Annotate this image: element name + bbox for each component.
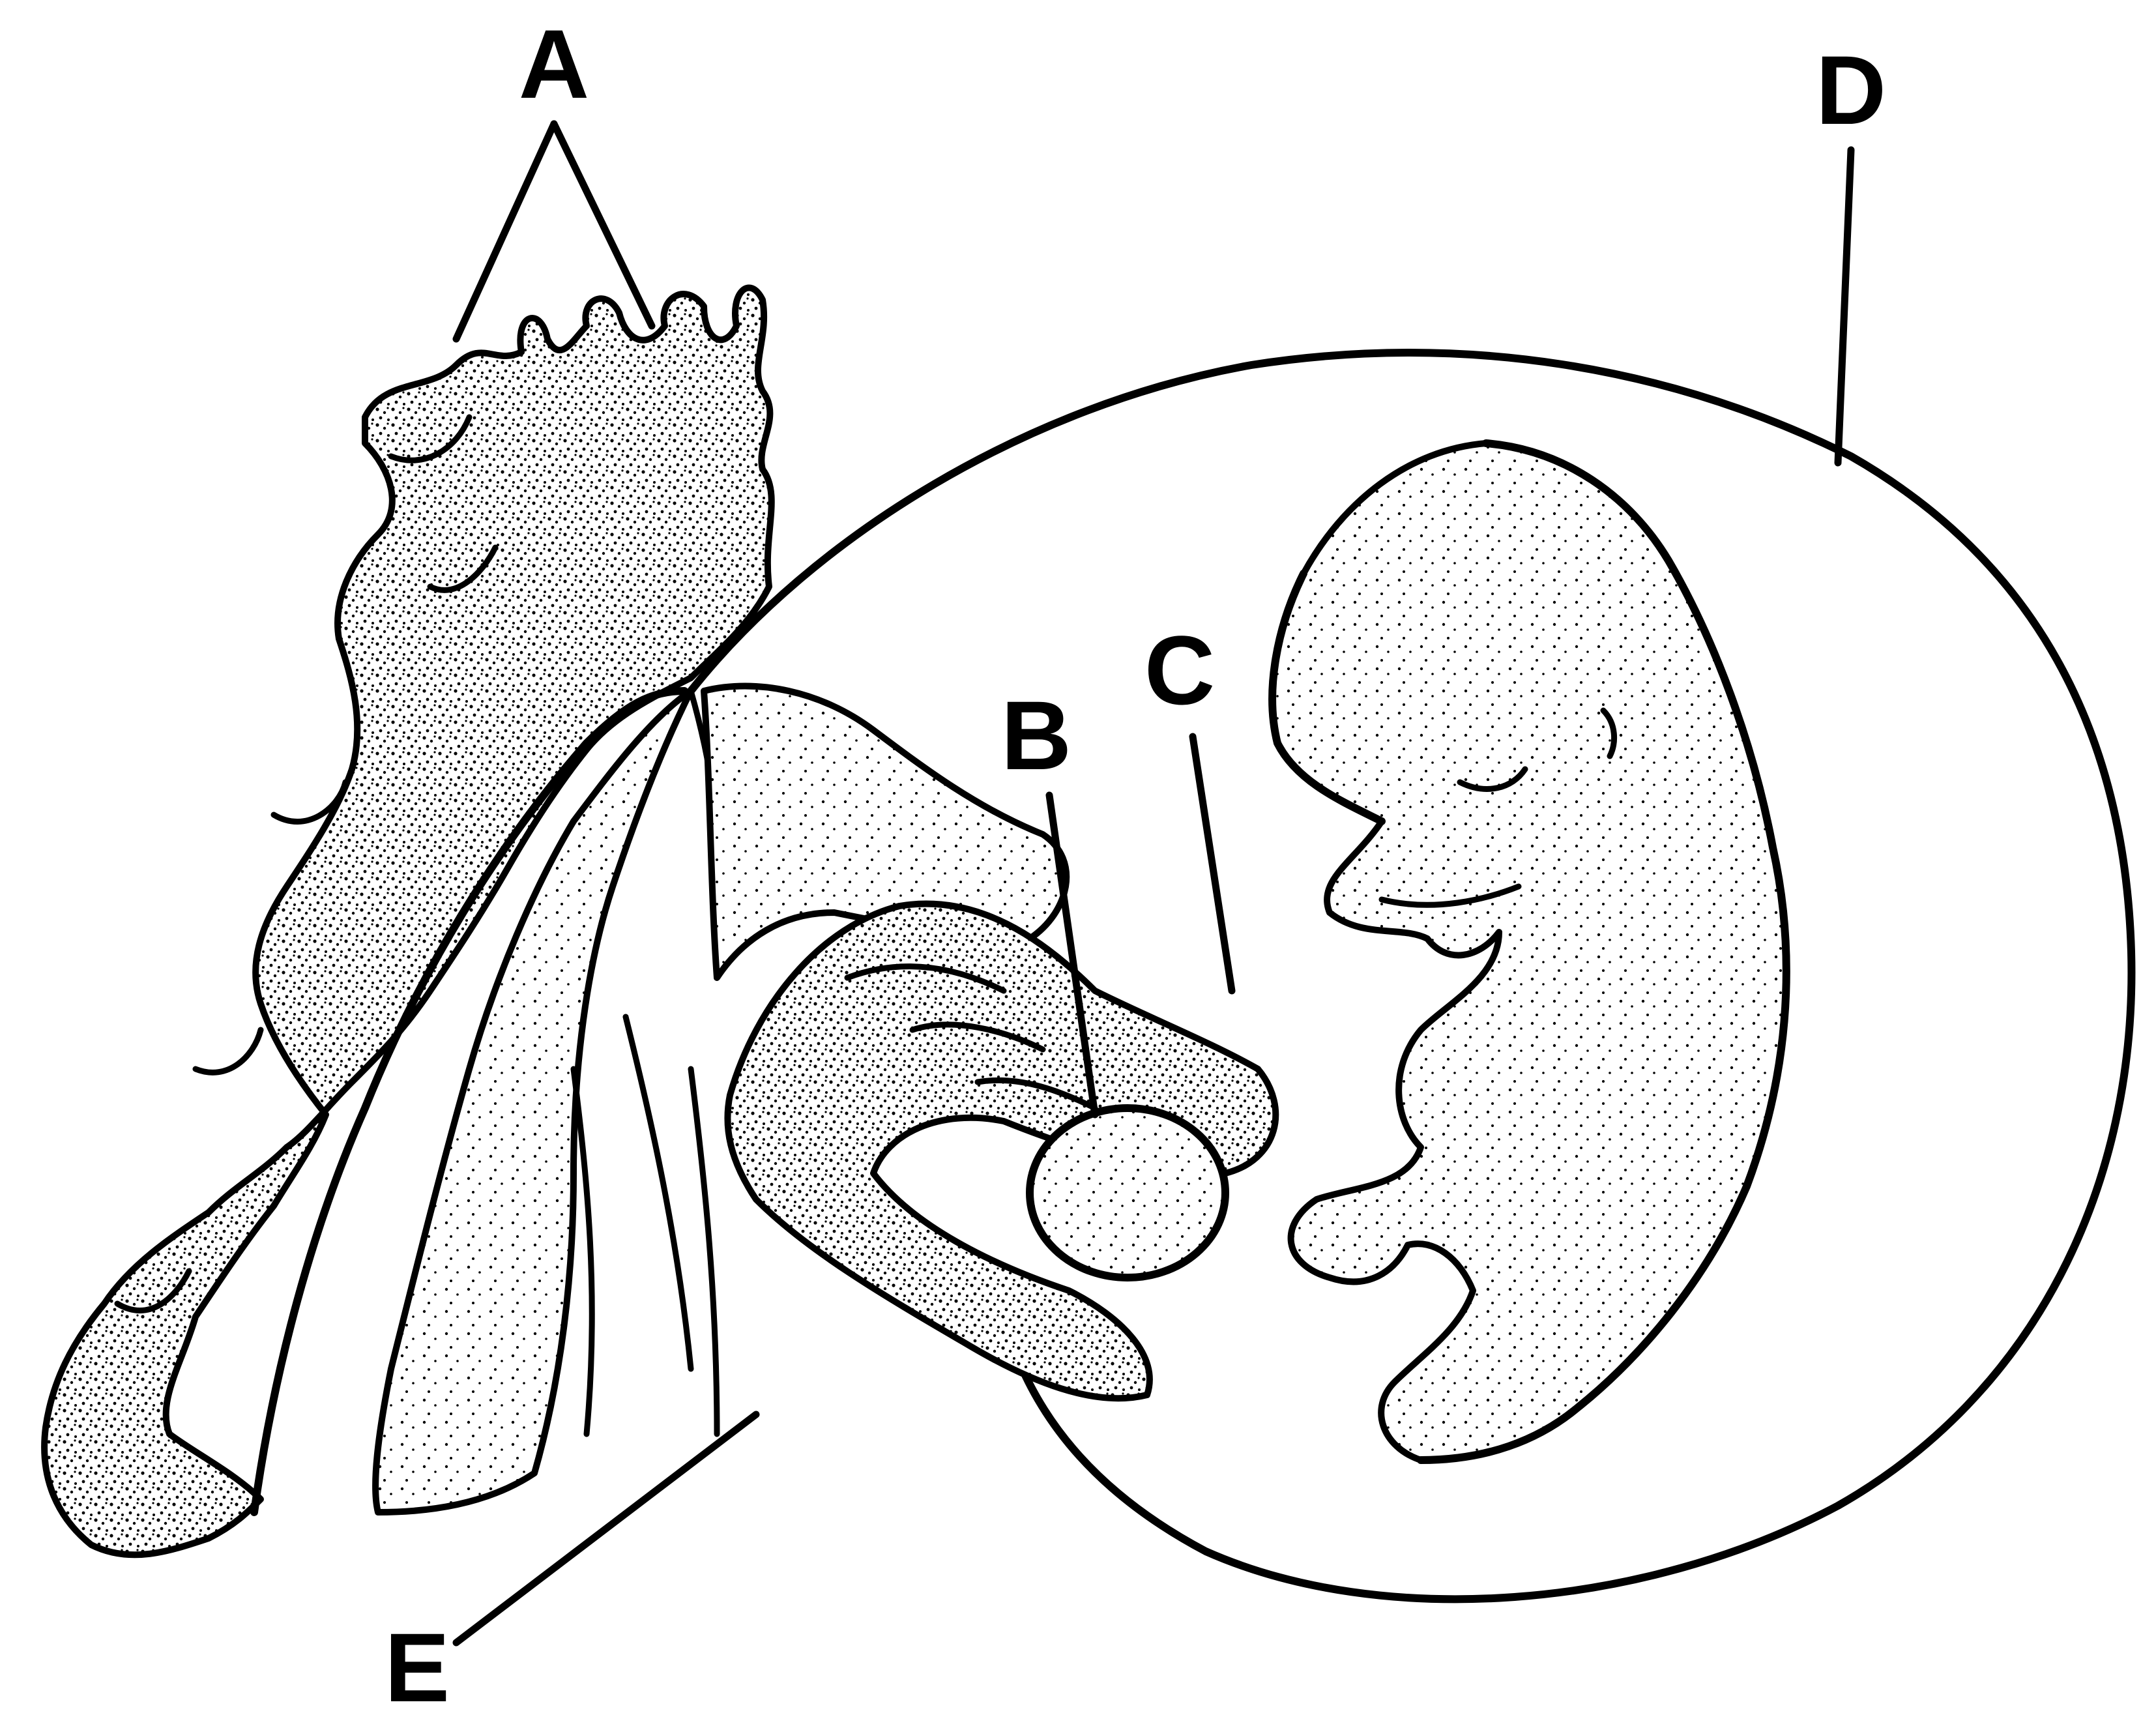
decidua-folds [250,682,1070,1516]
leader-d [1834,146,1855,467]
umbilical-cord [724,900,1279,1402]
leader-b [1045,791,1099,1119]
label-e: E [385,1613,450,1722]
label-d: D [1816,35,1886,145]
leader-lines [452,120,1855,1647]
leader-e [452,1411,760,1647]
chorionic-villi [41,284,775,1559]
label-b: B [1001,681,1071,790]
yolk-sac [1026,1104,1229,1281]
leader-c [1189,733,1236,995]
labels: A B C D E [385,9,1886,1722]
label-c: C [1144,615,1215,725]
label-a: A [519,9,589,119]
embryo-body [1268,439,1790,1464]
amniotic-sac [687,349,2136,1604]
leader-a-right [550,120,656,330]
leader-a-left [452,120,558,343]
